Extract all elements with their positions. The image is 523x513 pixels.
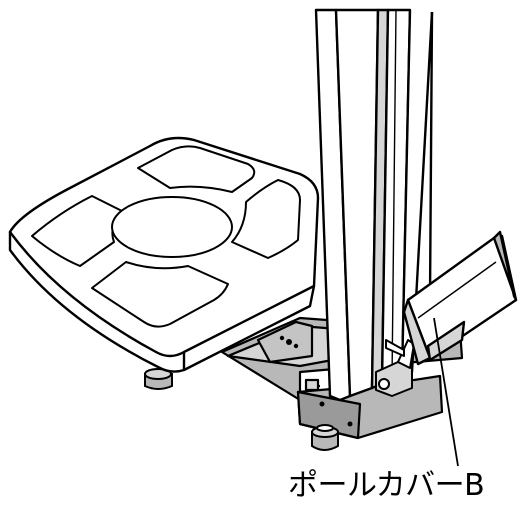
callout-label-pole-cover-b: ポールカバーB [288, 468, 485, 503]
platform-pads [31, 145, 301, 328]
pad-top [137, 145, 256, 193]
base-screws [279, 335, 353, 427]
adjustable-foot-left [144, 368, 173, 390]
adjustable-foot-right [311, 424, 339, 451]
pad-right [231, 179, 301, 259]
measuring-pole [314, 8, 434, 402]
pad-bottom [91, 261, 229, 328]
pole-clamp [375, 339, 415, 397]
callout-leader-line [433, 317, 459, 467]
pad-center [111, 196, 233, 258]
